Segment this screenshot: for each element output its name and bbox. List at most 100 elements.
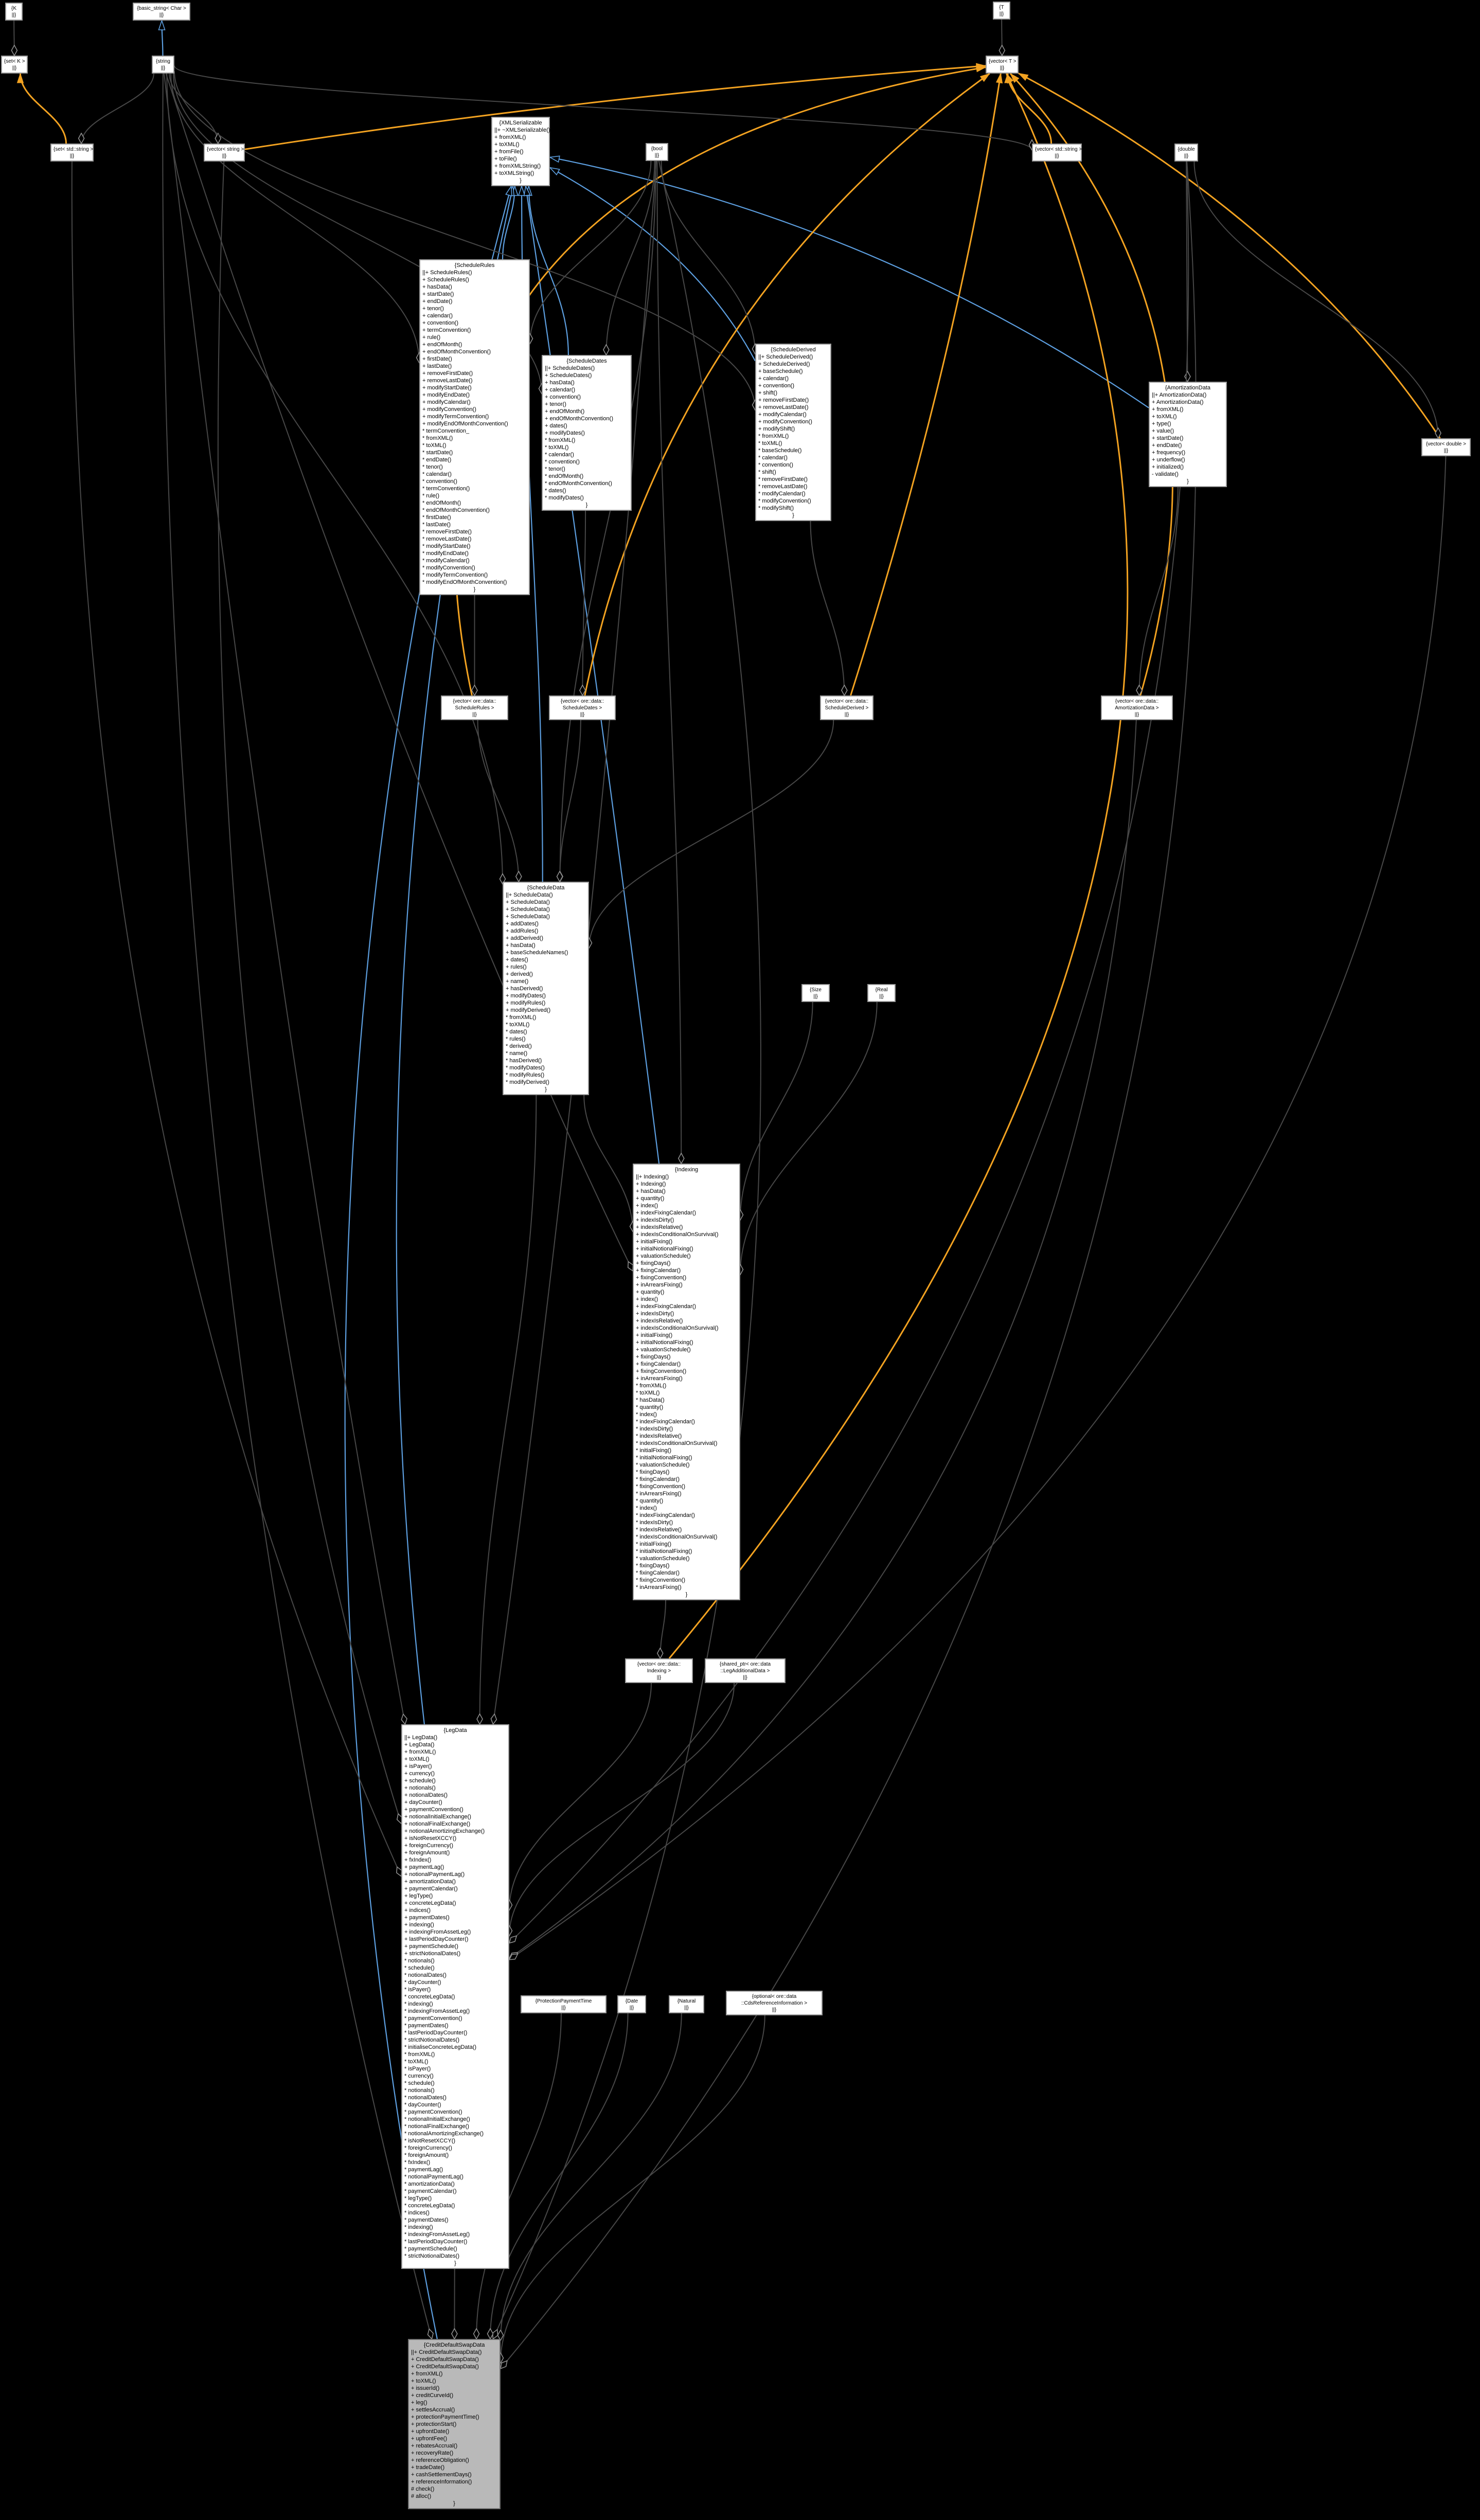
node-schedule-data[interactable]: {ScheduleData||+ ScheduleData()+ Schedul… <box>503 882 589 1095</box>
node-schedule-derived-line: + removeFirstDate() <box>758 397 809 403</box>
edge-schedule-dates--vec-schedule-dates <box>582 510 586 695</box>
node-schedule-dates[interactable]: {ScheduleDates||+ ScheduleDates()+ Sched… <box>542 355 632 511</box>
edge-bool--schedule-data <box>560 160 656 882</box>
node-vec-schedule-dates-title: {vector< ore::data:: <box>560 699 604 704</box>
edge-bool--schedule-rules <box>530 160 652 344</box>
edge-vec-schedule-dates--schedule-data <box>560 720 581 882</box>
node-schedule-rules-line: + endOfMonthConvention() <box>422 349 491 355</box>
node-indexing-line: + index() <box>636 1203 658 1209</box>
node-schedule-derived-line: + removeLastDate() <box>758 404 809 410</box>
node-credit-default-swap-data-title: {CreditDefaultSwapData <box>423 2342 485 2348</box>
node-leg-data-line: * paymentDates() <box>404 2217 449 2223</box>
node-schedule-derived-line: * shift() <box>758 469 776 475</box>
edge-size--indexing <box>740 1002 813 1220</box>
node-vec-amortization-data-line: ||} <box>1134 712 1139 718</box>
node-schedule-derived[interactable]: {ScheduleDerived||+ ScheduleDerived()+ S… <box>755 344 831 521</box>
node-indexing-line: + fixingDays() <box>636 1354 671 1360</box>
node-amortization-data-line: - validate() <box>1152 471 1179 477</box>
node-basic-string-char-line: ||} <box>159 12 164 18</box>
node-indexing-line: * indexFixingCalendar() <box>636 1512 695 1518</box>
node-xml-serializable-line: + toXMLString() <box>494 170 534 176</box>
node-leg-data-line: + paymentSchedule() <box>404 1943 458 1950</box>
node-leg-data-line: + notionalDates() <box>404 1792 448 1798</box>
node-schedule-rules-line: + modifyEndDate() <box>422 392 470 398</box>
edge-vec-schedule-rules--schedule-data <box>477 720 519 882</box>
node-indexing-line: + indexIsConditionalOnSurvival() <box>636 1325 719 1331</box>
node-leg-data-line: * paymentSchedule() <box>404 2246 457 2252</box>
node-leg-data-line: * concreteLegData() <box>404 2203 455 2209</box>
node-vec-schedule-dates-line: ScheduleDates > <box>562 705 602 711</box>
node-indexing-line: * initialNotionalFixing() <box>636 1548 692 1554</box>
edge-bool--schedule-dates <box>606 160 655 355</box>
node-amortization-data[interactable]: {AmortizationData||+ AmortizationData()+… <box>1149 382 1227 487</box>
node-leg-data-line: * dayCounter() <box>404 1979 441 1986</box>
node-indexing-line: * indexIsDirty() <box>636 1520 673 1526</box>
edge-bool--credit-default-swap-data <box>493 160 761 2339</box>
node-schedule-rules-line: * modifyEndOfMonthConvention() <box>422 579 507 585</box>
node-t-title: {T <box>999 5 1004 10</box>
node-indexing-line: + quantity() <box>636 1289 665 1295</box>
node-leg-data-line: * paymentConvention() <box>404 2015 462 2022</box>
node-schedule-rules-line: + ScheduleRules() <box>422 277 469 283</box>
node-schedule-data-line: + ScheduleData() <box>506 906 550 913</box>
node-xml-serializable[interactable]: {XMLSerializable||+ ~XMLSerializable()+ … <box>491 117 550 186</box>
node-indexing-line: * hasData() <box>636 1397 665 1403</box>
edge-vector-string--leg-data <box>217 161 401 1824</box>
node-shared-ptr-leg-additional-data: {shared_ptr< ore::data::LegAdditionalDat… <box>705 1658 786 1683</box>
node-schedule-rules[interactable]: {ScheduleRules||+ ScheduleRules()+ Sched… <box>419 259 530 595</box>
node-vec-amortization-data-title: {vector< ore::data:: <box>1115 699 1159 704</box>
edge-indexing--vec-indexing <box>660 1600 667 1658</box>
node-schedule-rules-line: * modifyCalendar() <box>422 558 470 564</box>
node-leg-data-line: + foreignCurrency() <box>404 1843 454 1849</box>
node-credit-default-swap-data-line: # alloc() <box>411 2493 432 2499</box>
node-indexing-line: * indexFixingCalendar() <box>636 1419 695 1425</box>
node-leg-data-line: * indices() <box>404 2210 430 2216</box>
node-leg-data-line: + isNotResetXCCY() <box>404 1835 457 1842</box>
node-basic-string-char: {basic_string< Char >||} <box>133 3 190 21</box>
node-vector-t-title: {vector< T > <box>989 59 1017 64</box>
node-optional-cds-reference-information-line: ::CdsReferenceInformation > <box>741 2000 808 2006</box>
node-leg-data-line: * indexing() <box>404 2001 433 2007</box>
node-schedule-dates-line: * endOfMonthConvention() <box>545 480 612 487</box>
node-leg-data-line: + paymentConvention() <box>404 1807 463 1813</box>
node-indexing-line: * initialFixing() <box>636 1447 672 1454</box>
node-schedule-dates-line: * tenor() <box>545 466 565 472</box>
node-optional-cds-reference-information-title: {optional< ore::data <box>752 1994 797 1999</box>
node-credit-default-swap-data-line: # check() <box>411 2486 435 2492</box>
edge-protection-payment-time--credit-default-swap-data <box>476 2013 562 2339</box>
node-schedule-dates-line: * endOfMonth() <box>545 473 584 479</box>
node-schedule-rules-line: + lastDate() <box>422 363 452 369</box>
node-leg-data-line: + indexing() <box>404 1922 434 1928</box>
node-schedule-derived-line: * fromXML() <box>758 433 789 439</box>
node-leg-data-line: * schedule() <box>404 2080 435 2086</box>
node-schedule-data-line: + derived() <box>506 971 533 977</box>
node-leg-data[interactable]: {LegData||+ LegData()+ LegData()+ fromXM… <box>401 1724 509 2269</box>
node-schedule-rules-line: * termConvention_ <box>422 428 470 434</box>
node-indexing[interactable]: {Indexing||+ Indexing()+ Indexing()+ has… <box>633 1164 740 1600</box>
node-set-std-string: {set< std::string >||} <box>50 144 94 162</box>
node-optional-cds-reference-information-line: ||} <box>772 2007 777 2013</box>
node-schedule-rules-line: + tenor() <box>422 306 444 312</box>
node-leg-data-line: + paymentLag() <box>404 1864 444 1870</box>
node-schedule-data-line: + rules() <box>506 964 527 970</box>
edge-bool--indexing <box>656 160 681 1164</box>
node-credit-default-swap-data[interactable]: {CreditDefaultSwapData||+ CreditDefaultS… <box>408 2339 501 2509</box>
node-vec-schedule-dates-line: ||} <box>580 712 585 718</box>
node-schedule-data-line: * modifyDerived() <box>506 1079 549 1085</box>
node-leg-data-line: + paymentDates() <box>404 1915 450 1921</box>
node-leg-data-line: * strictNotionalDates() <box>404 2253 459 2259</box>
node-schedule-derived-line: + baseSchedule() <box>758 368 803 374</box>
node-vec-schedule-derived: {vector< ore::data::ScheduleDerived >||} <box>820 695 873 720</box>
node-credit-default-swap-data-line: + CreditDefaultSwapData() <box>411 2364 479 2370</box>
edge-string--vector-std-string <box>174 65 1032 150</box>
node-schedule-data-line: ||+ ScheduleData() <box>506 892 553 898</box>
node-leg-data-line: + notionalAmortizingExchange() <box>404 1828 485 1834</box>
node-schedule-rules-line: * removeFirstDate() <box>422 529 472 535</box>
node-vec-schedule-derived-line: ||} <box>844 712 849 718</box>
edge-vector-string--vector-t <box>244 66 986 150</box>
edge-string--set-std-string <box>81 73 154 144</box>
node-amortization-data-title: {AmortizationData <box>1165 385 1211 391</box>
node-leg-data-line: * notionalFinalExchange() <box>404 2123 469 2130</box>
node-schedule-derived-line: + calendar() <box>758 376 789 382</box>
